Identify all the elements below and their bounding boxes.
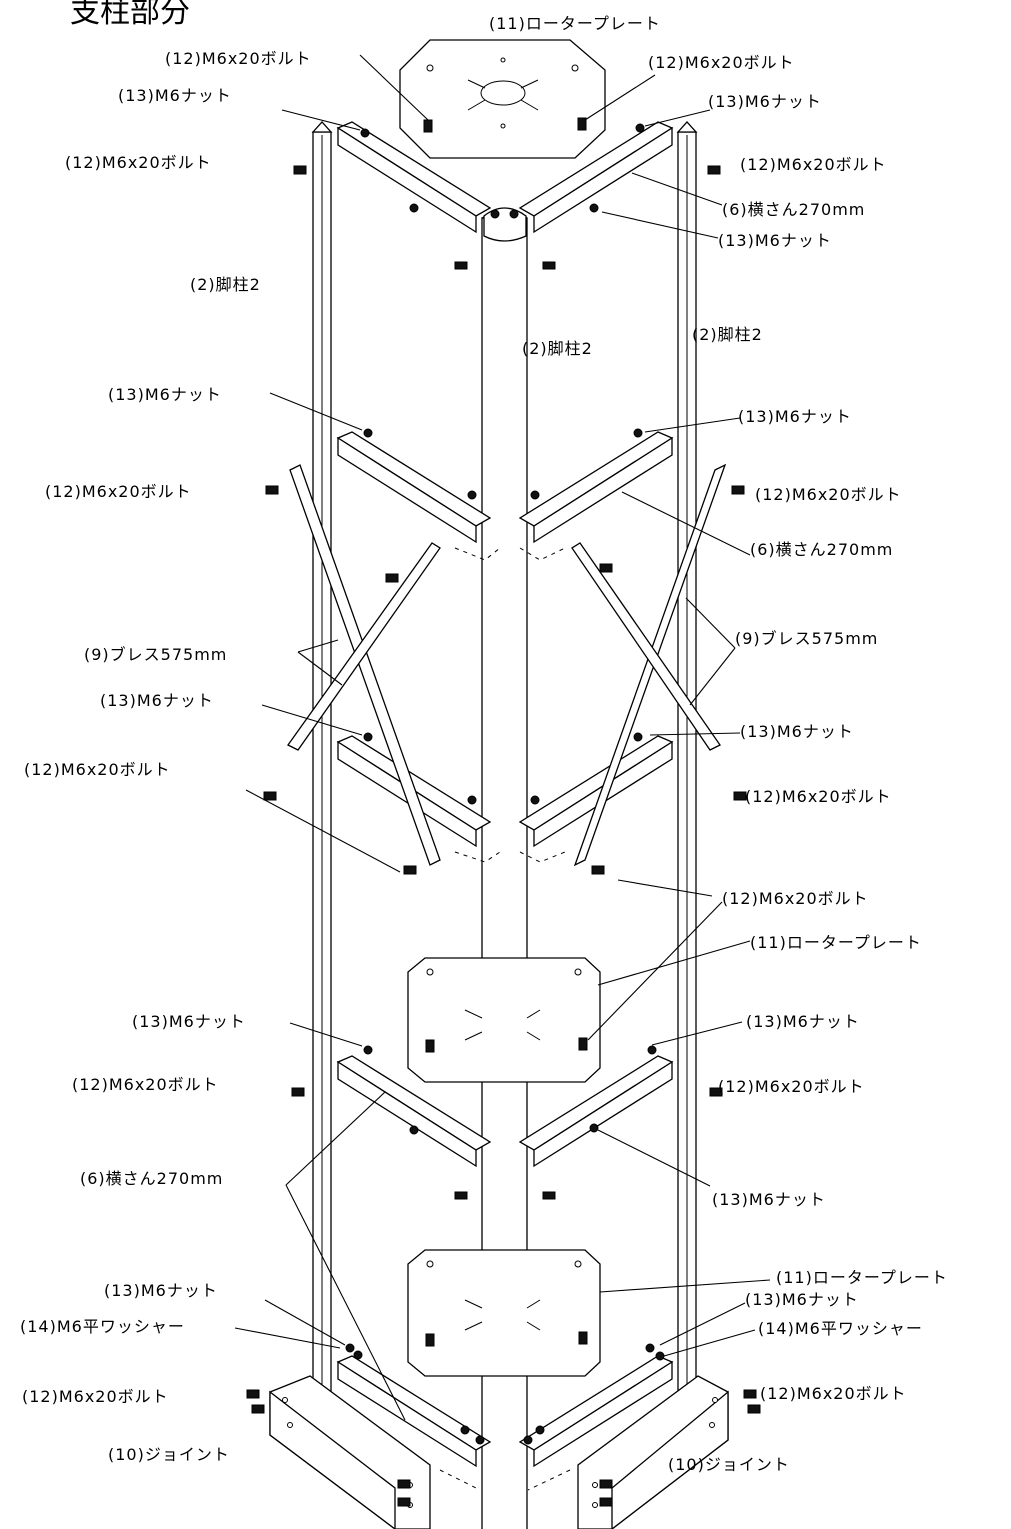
label-joint-left: (10)ジョイント <box>108 1445 230 1464</box>
label-nut-row4-inner: (13)M6ナット <box>712 1190 826 1209</box>
crossbar-set-1 <box>293 121 721 270</box>
label-bolt-top-right: (12)M6x20ボルト <box>648 53 795 72</box>
label-bolt-row3-right: (12)M6x20ボルト <box>745 787 892 806</box>
label-nut-row3-right: (13)M6ナット <box>740 722 854 741</box>
labels: (11)ロータープレート (12)M6x20ボルト (12)M6x20ボルト (… <box>20 14 948 1474</box>
crossbar-set-2 <box>265 428 745 561</box>
crossbar-set-4 <box>291 1045 723 1200</box>
label-nut-row4-left: (13)M6ナット <box>132 1012 246 1031</box>
label-washer-left: (14)M6平ワッシャー <box>20 1317 185 1336</box>
label-bolt-middle: (12)M6x20ボルト <box>722 889 869 908</box>
label-nut-row4-right: (13)M6ナット <box>746 1012 860 1031</box>
label-bolt-leg-right-1: (12)M6x20ボルト <box>740 155 887 174</box>
label-bolt-bottom-left: (12)M6x20ボルト <box>22 1387 169 1406</box>
diagram-title: 支柱部分 <box>70 0 190 30</box>
label-bolt-row3-left: (12)M6x20ボルト <box>24 760 171 779</box>
leg-right <box>676 121 698 1453</box>
label-joint-right: (10)ジョイント <box>668 1455 790 1474</box>
label-leg-center: (2)脚柱2 <box>522 339 593 358</box>
label-washer-right: (14)M6平ワッシャー <box>758 1319 923 1338</box>
label-bolt-leg-left-1: (12)M6x20ボルト <box>65 153 212 172</box>
label-rotor-plate-bottom: (11)ロータープレート <box>776 1268 948 1287</box>
label-nut-top-inner: (13)M6ナット <box>718 231 832 250</box>
label-bolt-row4-left: (12)M6x20ボルト <box>72 1075 219 1094</box>
braces-right <box>571 463 747 875</box>
braces-left <box>263 464 441 875</box>
joint-right <box>577 1375 761 1529</box>
label-crossbar-top: (6)横さん270mm <box>722 200 865 219</box>
label-crossbar-row4: (6)横さん270mm <box>80 1169 223 1188</box>
label-bolt-bottom-right: (12)M6x20ボルト <box>760 1384 907 1403</box>
label-leg-left: (2)脚柱2 <box>190 275 261 294</box>
label-crossbar-row2: (6)横さん270mm <box>750 540 893 559</box>
label-rotor-plate-top: (11)ロータープレート <box>489 14 661 33</box>
label-brace-right: (9)ブレス575mm <box>735 629 878 648</box>
joint-left <box>246 1375 431 1529</box>
rotor-plate-bottom <box>407 1249 601 1377</box>
leg-left <box>311 121 333 1453</box>
label-rotor-plate-middle: (11)ロータープレート <box>750 933 922 952</box>
label-bolt-row2-left: (12)M6x20ボルト <box>45 482 192 501</box>
label-bolt-top-left: (12)M6x20ボルト <box>165 49 312 68</box>
label-leg-right: (2)脚柱2 <box>692 325 763 344</box>
label-nut-row2-right: (13)M6ナット <box>738 407 852 426</box>
crossbar-set-5 <box>336 1343 674 1491</box>
label-nut-top-right: (13)M6ナット <box>708 92 822 111</box>
label-brace-left: (9)ブレス575mm <box>84 645 227 664</box>
label-bolt-row4-right: (12)M6x20ボルト <box>718 1077 865 1096</box>
label-bolt-row2-right: (12)M6x20ボルト <box>755 485 902 504</box>
label-nut-row3-left: (13)M6ナット <box>100 691 214 710</box>
label-nut-bottom-right: (13)M6ナット <box>745 1290 859 1309</box>
rotor-plate-middle <box>407 957 601 1083</box>
leader-lines <box>234 54 771 1421</box>
label-nut-top-left: (13)M6ナット <box>118 86 232 105</box>
rotor-plate-top <box>399 39 606 159</box>
label-nut-row2-left: (13)M6ナット <box>108 385 222 404</box>
label-nut-bottom-left: (13)M6ナット <box>104 1281 218 1300</box>
